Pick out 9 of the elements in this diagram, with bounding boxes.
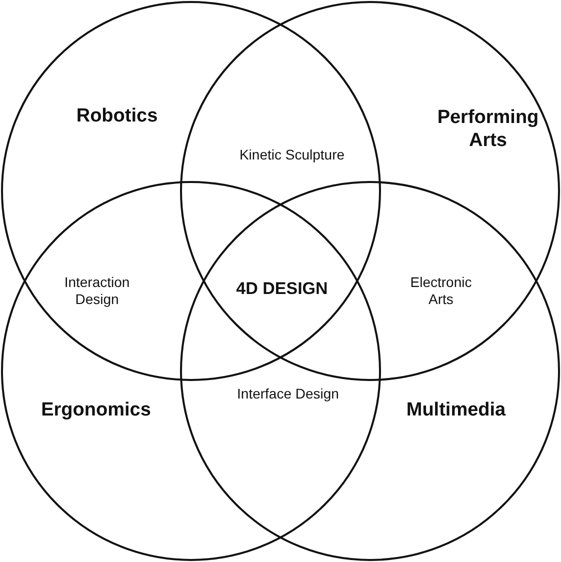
- overlap-label: Interface Design: [236, 386, 340, 402]
- circle-title: Performing Arts: [436, 107, 540, 153]
- circle-title: Multimedia: [405, 400, 507, 422]
- overlap-label: Kinetic Sculpture: [238, 146, 346, 164]
- center-label: 4D DESIGN: [235, 278, 329, 300]
- overlap-label: Interaction Design: [63, 274, 131, 308]
- circle-title: Ergonomics: [40, 400, 152, 422]
- circle-title: Robotics: [75, 106, 159, 128]
- overlap-label: Electronic Arts: [409, 274, 473, 308]
